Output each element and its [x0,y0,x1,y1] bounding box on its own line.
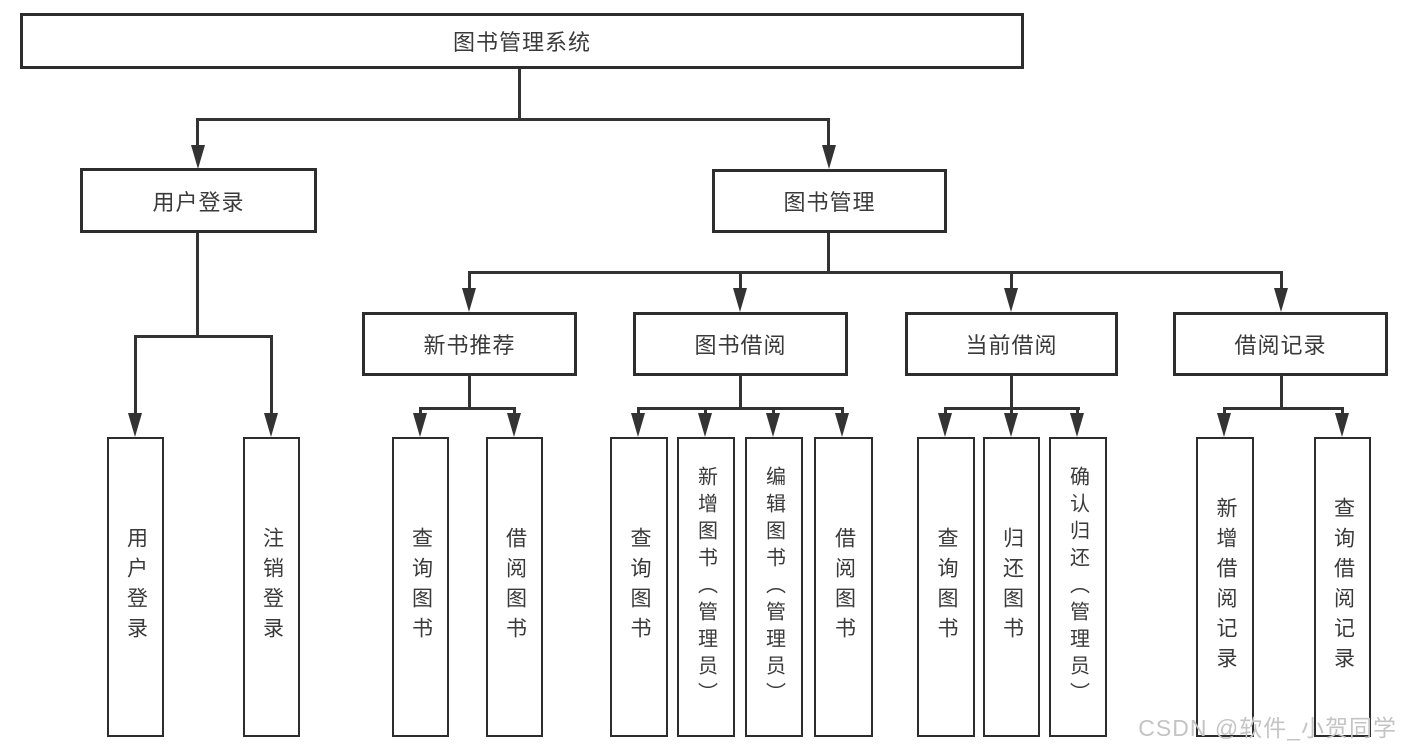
connector-br-stem [1280,375,1283,409]
connector-book-mgmt-stem [827,233,830,274]
node-library-management-system: 图书管理系统 [20,13,1024,69]
arrow-book-management [822,145,836,169]
arrow-bb-leaf-2 [698,413,712,437]
connector-bb-drop-1 [637,407,640,415]
leaf-query-book-2: 查询图书 [610,437,668,737]
connector-nb-rail [419,407,516,410]
leaf-edit-book-admin: 编辑图书（管理员） [745,437,803,737]
node-book-management: 图书管理 [712,169,947,233]
connector-l2-rail [196,118,830,121]
arrow-borrow-record [1274,288,1288,312]
leaf-query-borrow-record: 查询借阅记录 [1314,437,1371,737]
leaf-borrow-book-2: 借阅图书 [814,437,873,737]
connector-l3-drop-1 [468,271,471,290]
connector-l3-rail [468,271,1283,274]
connector-br-drop-2 [1341,407,1344,415]
leaf-query-book-1: 查询图书 [392,437,449,737]
connector-l3-drop-3 [1010,271,1013,290]
node-current-borrow: 当前借阅 [905,312,1118,376]
connector-bb-rail [637,407,844,410]
leaf-add-borrow-record: 新增借阅记录 [1196,437,1254,737]
connector-root-stem [518,69,521,121]
connector-cb-drop-1 [944,407,947,415]
arrow-bb-leaf-1 [631,413,645,437]
connector-user-login-rail [134,335,273,338]
connector-br-rail [1223,407,1344,410]
connector-cb-drop-3 [1076,407,1079,415]
arrow-current-borrow [1004,288,1018,312]
connector-cb-drop-2 [1010,407,1013,415]
arrow-user-login [191,145,205,169]
leaf-return-book: 归还图书 [983,437,1040,737]
arrow-leaf-user-login [128,413,142,437]
leaf-logout: 注销登录 [243,437,300,737]
connector-bb-drop-2 [704,407,707,415]
connector-user-login-stem [196,233,199,337]
csdn-watermark: CSDN @软件_小贺同学 [1138,715,1397,741]
arrow-br-leaf-2 [1335,413,1349,437]
connector-l3-drop-2 [739,271,742,290]
connector-bb-drop-3 [772,407,775,415]
node-book-borrow: 图书借阅 [633,312,848,376]
connector-bb-drop-4 [841,407,844,415]
connector-nb-drop-2 [513,407,516,415]
connector-cb-stem [1010,375,1013,409]
arrow-leaf-logout [264,413,278,437]
leaf-borrow-book-1: 借阅图书 [486,437,543,737]
connector-nb-stem [468,375,471,409]
arrow-book-borrow [733,288,747,312]
connector-drop-leaf-logout [270,335,273,415]
leaf-confirm-return-admin: 确认归还（管理员） [1049,437,1107,737]
connector-br-drop-1 [1223,407,1226,415]
arrow-br-leaf-1 [1217,413,1231,437]
connector-l2-drop-left [196,118,199,148]
arrow-cb-leaf-2 [1004,413,1018,437]
node-user-login: 用户登录 [80,168,317,233]
node-borrow-record: 借阅记录 [1173,312,1388,376]
arrow-nb-leaf-1 [413,413,427,437]
connector-bb-stem [739,375,742,409]
leaf-add-book-admin: 新增图书（管理员） [677,437,735,737]
connector-l3-drop-4 [1280,271,1283,290]
leaf-user-login: 用户登录 [107,437,164,737]
arrow-bb-leaf-3 [766,413,780,437]
leaf-query-book-3: 查询图书 [917,437,975,737]
connector-l2-drop-right [827,118,830,148]
connector-nb-drop-1 [419,407,422,415]
node-new-book-recommend: 新书推荐 [362,312,577,376]
arrow-cb-leaf-3 [1070,413,1084,437]
arrow-nb-leaf-2 [507,413,521,437]
connector-drop-leaf-user-login [134,335,137,415]
arrow-bb-leaf-4 [835,413,849,437]
arrow-new-book-recommend [462,288,476,312]
arrow-cb-leaf-1 [938,413,952,437]
